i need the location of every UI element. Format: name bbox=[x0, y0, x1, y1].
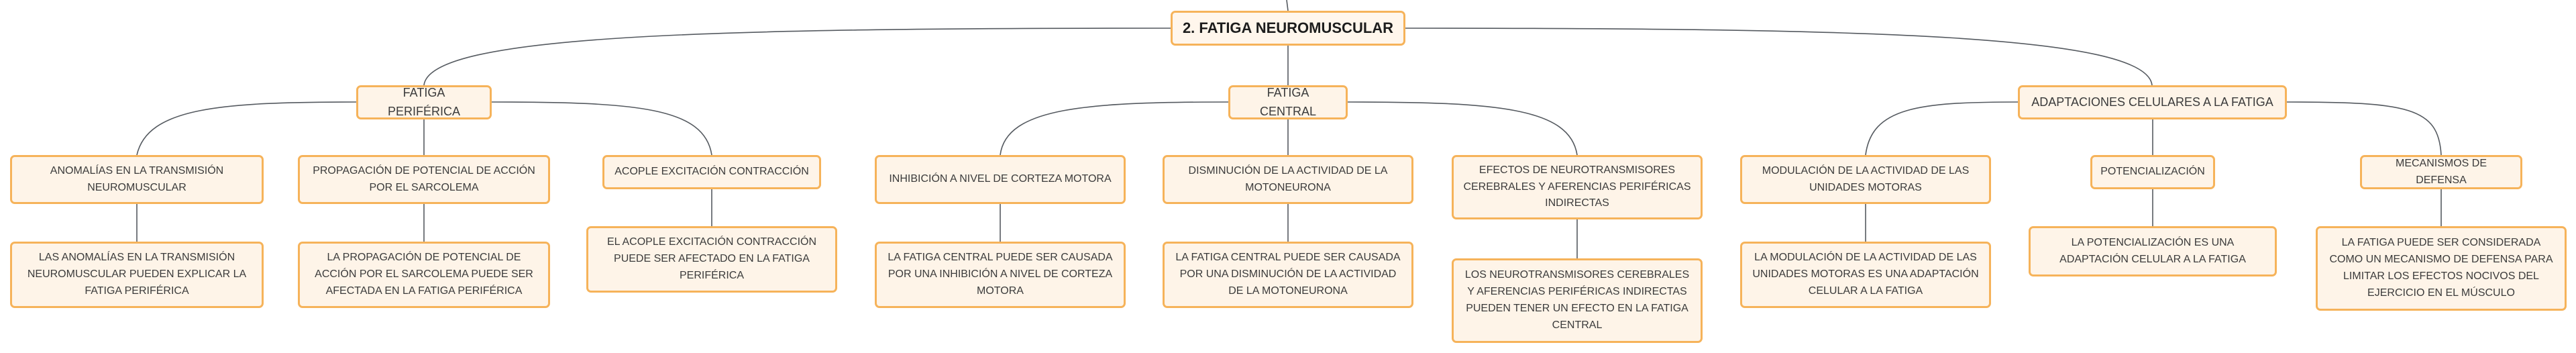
detail-node[interactable]: LOS NEUROTRANSMISORES CEREBRALES Y AFERE… bbox=[1452, 258, 1703, 343]
detail-text: LA FATIGA CENTRAL PUEDE SER CAUSADA POR … bbox=[888, 252, 1113, 297]
branch-label: ADAPTACIONES CELULARES A LA FATIGA bbox=[2031, 95, 2273, 109]
root-node[interactable]: 2. FATIGA NEUROMUSCULAR bbox=[1171, 11, 1405, 46]
topic-node[interactable]: INHIBICIÓN A NIVEL DE CORTEZA MOTORA bbox=[875, 155, 1126, 204]
connector-root-peripheral bbox=[423, 28, 1171, 86]
root-label: 2. FATIGA NEUROMUSCULAR bbox=[1182, 19, 1394, 36]
detail-node[interactable]: EL ACOPLE EXCITACIÓN CONTRACCIÓN PUEDE S… bbox=[586, 226, 837, 293]
connector-adaptations-c3 bbox=[2286, 101, 2442, 156]
detail-text: LA MODULACIÓN DE LA ACTIVIDAD DE LAS UNI… bbox=[1752, 252, 1979, 297]
detail-text: LAS ANOMALÍAS EN LA TRANSMISIÓN NEUROMUS… bbox=[27, 252, 247, 297]
connector-adaptations-c1 bbox=[1865, 101, 2019, 156]
branch-node-adaptations[interactable]: ADAPTACIONES CELULARES A LA FATIGA bbox=[2018, 85, 2287, 119]
topic-label: ANOMALÍAS EN LA TRANSMISIÓN NEUROMUSCULA… bbox=[50, 164, 224, 193]
connector-root-stub bbox=[1286, 0, 1289, 11]
detail-node[interactable]: LA FATIGA PUEDE SER CONSIDERADA COMO UN … bbox=[2316, 226, 2567, 311]
detail-text: LOS NEUROTRANSMISORES CEREBRALES Y AFERE… bbox=[1464, 269, 1690, 331]
connector-central-c3 bbox=[1347, 101, 1578, 156]
topic-node[interactable]: EFECTOS DE NEUROTRANSMISORES CEREBRALES … bbox=[1452, 155, 1703, 219]
detail-text: LA POTENCIALIZACIÓN ES UNA ADAPTACIÓN CE… bbox=[2059, 236, 2246, 265]
connector-peripheral-c3 bbox=[491, 101, 712, 156]
topic-label: ACOPLE EXCITACIÓN CONTRACCIÓN bbox=[614, 166, 809, 178]
connector-central-c1 bbox=[1000, 101, 1229, 156]
topic-label: PROPAGACIÓN DE POTENCIAL DE ACCIÓN POR E… bbox=[313, 164, 535, 193]
topic-node[interactable]: POTENCIALIZACIÓN bbox=[2090, 155, 2215, 189]
connector-peripheral-c1 bbox=[136, 101, 357, 156]
topic-node[interactable]: ANOMALÍAS EN LA TRANSMISIÓN NEUROMUSCULA… bbox=[10, 155, 264, 204]
topic-label: EFECTOS DE NEUROTRANSMISORES CEREBRALES … bbox=[1463, 164, 1691, 209]
branch-node-central[interactable]: FATIGA CENTRAL bbox=[1228, 85, 1348, 119]
topic-node[interactable]: DISMINUCIÓN DE LA ACTIVIDAD DE LA MOTONE… bbox=[1163, 155, 1413, 204]
detail-text: LA FATIGA CENTRAL PUEDE SER CAUSADA POR … bbox=[1175, 252, 1401, 297]
topic-label: MECANISMOS DE DEFENSA bbox=[2395, 157, 2487, 186]
branch-label: FATIGA PERIFÉRICA bbox=[387, 85, 461, 118]
topic-node[interactable]: ACOPLE EXCITACIÓN CONTRACCIÓN bbox=[602, 155, 821, 189]
topic-label: POTENCIALIZACIÓN bbox=[2100, 166, 2205, 178]
detail-node[interactable]: LA MODULACIÓN DE LA ACTIVIDAD DE LAS UNI… bbox=[1740, 242, 1991, 308]
detail-node[interactable]: LA FATIGA CENTRAL PUEDE SER CAUSADA POR … bbox=[1163, 242, 1413, 308]
detail-text: EL ACOPLE EXCITACIÓN CONTRACCIÓN PUEDE S… bbox=[606, 236, 817, 281]
branch-label: FATIGA CENTRAL bbox=[1259, 85, 1316, 118]
topic-node[interactable]: MODULACIÓN DE LA ACTIVIDAD DE LAS UNIDAD… bbox=[1740, 155, 1991, 204]
detail-node[interactable]: LA PROPAGACIÓN DE POTENCIAL DE ACCIÓN PO… bbox=[298, 242, 550, 308]
topic-label: INHIBICIÓN A NIVEL DE CORTEZA MOTORA bbox=[889, 173, 1112, 185]
topic-node[interactable]: PROPAGACIÓN DE POTENCIAL DE ACCIÓN POR E… bbox=[298, 155, 550, 204]
connector-root-adaptations bbox=[1405, 28, 2153, 86]
topic-node[interactable]: MECANISMOS DE DEFENSA bbox=[2360, 155, 2522, 189]
topic-label: DISMINUCIÓN DE LA ACTIVIDAD DE LA MOTONE… bbox=[1188, 164, 1388, 193]
detail-node[interactable]: LA POTENCIALIZACIÓN ES UNA ADAPTACIÓN CE… bbox=[2029, 226, 2277, 276]
detail-node[interactable]: LAS ANOMALÍAS EN LA TRANSMISIÓN NEUROMUS… bbox=[10, 242, 264, 308]
topic-label: MODULACIÓN DE LA ACTIVIDAD DE LAS UNIDAD… bbox=[1762, 164, 1970, 193]
detail-text: LA FATIGA PUEDE SER CONSIDERADA COMO UN … bbox=[2329, 237, 2553, 299]
detail-node[interactable]: LA FATIGA CENTRAL PUEDE SER CAUSADA POR … bbox=[875, 242, 1126, 308]
branch-node-peripheral[interactable]: FATIGA PERIFÉRICA bbox=[356, 85, 492, 119]
detail-text: LA PROPAGACIÓN DE POTENCIAL DE ACCIÓN PO… bbox=[315, 252, 533, 297]
